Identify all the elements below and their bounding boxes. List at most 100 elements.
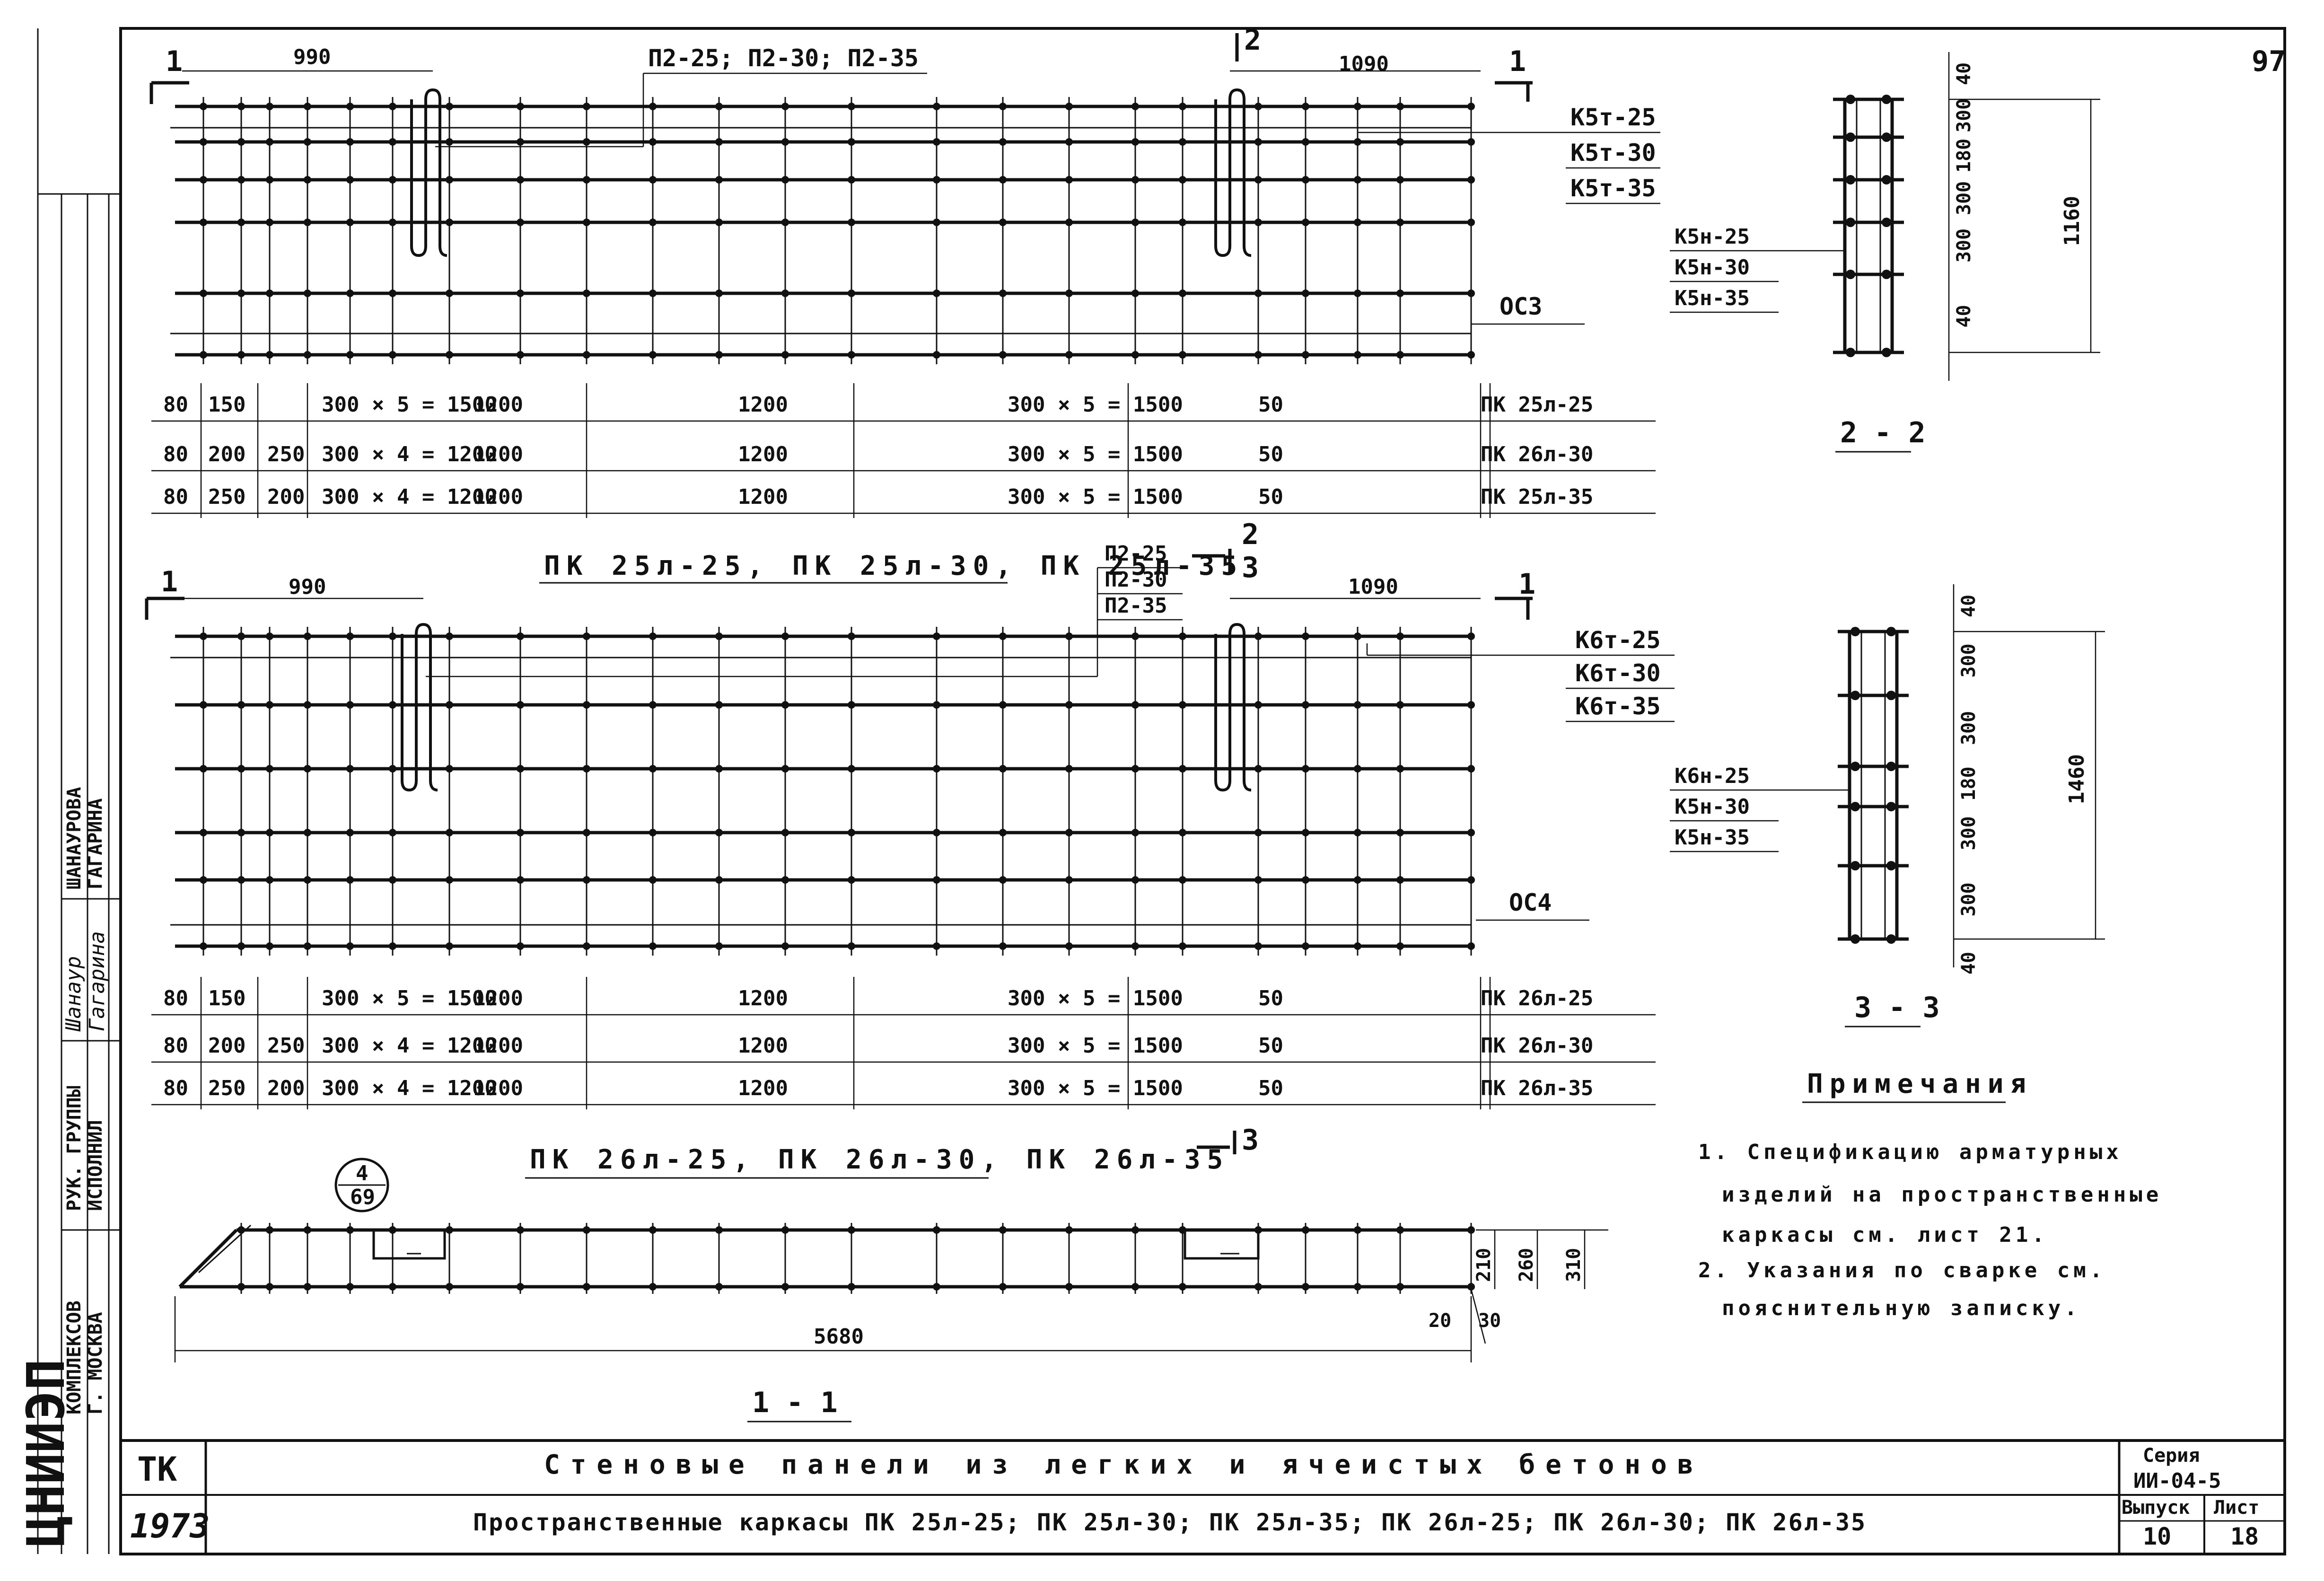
section-1-1-node — [781, 1226, 789, 1234]
cage-bottom-weld-node — [999, 876, 1007, 884]
cage-bottom-weld-node — [848, 876, 855, 884]
section-2-2-node — [1882, 132, 1891, 142]
cage-top-weld-node — [1179, 176, 1186, 184]
cage-bottom-weld-node — [200, 942, 207, 950]
cage-bottom-weld-node — [446, 876, 453, 884]
section-1-1-node — [1131, 1283, 1139, 1291]
section-1-1-node — [346, 1226, 354, 1234]
cage-bottom-weld-node — [848, 765, 855, 773]
cage-bottom-dim-right: 1090 — [1348, 575, 1398, 599]
cage-top-weld-node — [1396, 351, 1404, 359]
cage-bottom-weld-node — [1254, 942, 1262, 950]
cage-bottom-weld-node — [583, 942, 590, 950]
cage-top-weld-node — [1179, 219, 1186, 226]
cage-bottom-weld-node — [446, 942, 453, 950]
cage-top-k-label-1: К5т-25 — [1570, 104, 1656, 131]
cage-top-weld-node — [1302, 176, 1309, 184]
cage-bottom-table-cell: 300 × 5 = 1500 — [322, 986, 497, 1010]
cage-top-weld-node — [1396, 176, 1404, 184]
cage-bottom-weld-node — [1354, 632, 1361, 640]
cage-bottom-table-cell: 250 — [208, 1076, 246, 1100]
cage-top-weld-node — [583, 176, 590, 184]
cage-top-table-cell: 300 × 4 = 1200 — [322, 485, 497, 509]
cage-bottom-weld-node — [1302, 876, 1309, 884]
cage-top-weld-node — [848, 351, 855, 359]
cage-bottom-weld-node — [200, 701, 207, 709]
cage-bottom-weld-node — [715, 829, 723, 836]
section-1-1-node — [1131, 1226, 1139, 1234]
cage-top-weld-node — [266, 290, 273, 297]
section-1-1-callout-bottom: 69 — [350, 1185, 375, 1209]
cage-top-table-cell: 200 — [267, 485, 305, 509]
sheet-corner-number: 97 — [2252, 45, 2286, 78]
section-1-1-node — [304, 1226, 311, 1234]
cage-bottom-weld-node — [933, 701, 940, 709]
cage-top-weld-node — [1467, 176, 1475, 184]
cage-top-weld-node — [1254, 219, 1262, 226]
section-1-1-node — [237, 1226, 245, 1234]
cage-top-weld-node — [237, 290, 245, 297]
cage-top-weld-node — [649, 103, 657, 110]
cage-top-table-cell: 250 — [208, 485, 246, 509]
cage-bottom-weld-node — [583, 632, 590, 640]
cage-bottom-weld-node — [999, 829, 1007, 836]
cage-top-table-cell: 250 — [267, 442, 305, 466]
section-3-3-title: 3 - 3 — [1854, 991, 1940, 1024]
section-2-2-dim: 40 — [1953, 62, 1975, 85]
cage-top-table-cell: 300 × 5 = 1500 — [1008, 393, 1183, 417]
cage-bottom: 990 1090 1 1 2 3 3 П2-25 П2-30 П2-35 К6т… — [145, 518, 1675, 1179]
cage-top-weld-node — [266, 219, 273, 226]
cage-bottom-weld-node — [933, 632, 940, 640]
cage-bottom-weld-node — [1065, 632, 1073, 640]
cage-bottom-table-cell: 1200 — [738, 986, 788, 1010]
cage-bottom-weld-node — [1179, 701, 1186, 709]
cage-bottom-weld-node — [848, 632, 855, 640]
section-2-2-title: 2 - 2 — [1840, 416, 1926, 449]
cage-bottom-weld-node — [1396, 765, 1404, 773]
cage-top-weld-node — [200, 176, 207, 184]
section-2-2-dim: 180 — [1953, 139, 1975, 173]
section-1-1-callout — [334, 1158, 389, 1212]
cage-bottom-weld-node — [266, 829, 273, 836]
section-1-1: 4 69 5680 210 260 310 20 30 1 - 1 — [174, 1158, 1608, 1423]
section-2-2-node — [1882, 175, 1891, 184]
cage-bottom-weld-node — [933, 829, 940, 836]
section-2-2-dim: 40 — [1953, 305, 1975, 327]
cage-bottom-dim-left: 990 — [289, 575, 326, 599]
section-1-1-bars — [178, 1223, 1475, 1294]
cage-top-table-cell: 1200 — [473, 442, 523, 466]
cage-bottom-weld-node — [583, 829, 590, 836]
cage-bottom-weld-node — [200, 632, 207, 640]
cage-bottom-table-cell: 80 — [163, 986, 188, 1010]
section-2-2-label-1: К5н-25 — [1675, 225, 1750, 249]
cage-bottom-weld-node — [266, 701, 273, 709]
cage-top-weld-node — [389, 138, 396, 146]
cage-bottom-table-cell: 300 × 4 = 1200 — [322, 1076, 497, 1100]
cage-bottom-weld-node — [237, 632, 245, 640]
cage-bottom-weld-node — [1065, 942, 1073, 950]
section-1-1-title: 1 - 1 — [752, 1386, 838, 1419]
cage-bottom-weld-node — [237, 701, 245, 709]
cage-bottom-weld-node — [649, 765, 657, 773]
cage-top-weld-node — [389, 219, 396, 226]
section-1-1-height-2: 260 — [1516, 1248, 1537, 1282]
cage-bottom-weld-node — [1396, 829, 1404, 836]
cage-bottom-weld-node — [517, 942, 524, 950]
cage-top-weld-node — [1467, 219, 1475, 226]
cage-top-table-cell: 50 — [1258, 393, 1283, 417]
cage-bottom-weld-node — [1131, 942, 1139, 950]
cage-bottom-weld-node — [1254, 765, 1262, 773]
section-1-1-node — [583, 1283, 590, 1291]
cage-top-table-cell: 80 — [163, 485, 188, 509]
cage-top-weld-node — [1065, 219, 1073, 226]
cage-bottom-weld-node — [1396, 632, 1404, 640]
section-2-2-node — [1846, 132, 1855, 142]
cage-bottom-weld-node — [1131, 701, 1139, 709]
cage-top-dim-right: 1090 — [1339, 52, 1389, 76]
title-main: Стеновые панели из легких и ячеистых бет… — [544, 1449, 1703, 1480]
cage-top-weld-node — [781, 290, 789, 297]
cage-top-weld-node — [346, 138, 354, 146]
notes-line-4: 2. Указания по сварке см. — [1698, 1258, 2106, 1282]
stamp-name-1: ШАНАУРОВА — [63, 787, 85, 889]
cage-top-weld-node — [389, 176, 396, 184]
